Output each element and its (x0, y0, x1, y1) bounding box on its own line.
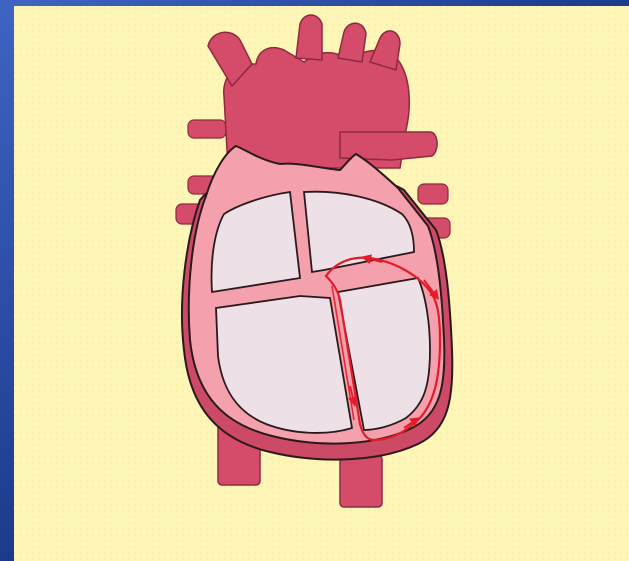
bottom-vessel (340, 455, 382, 507)
pulmonary-vein-right-1 (418, 184, 448, 204)
pulmonary-vein-left-1 (188, 120, 226, 138)
heart-diagram-panel (14, 6, 629, 561)
